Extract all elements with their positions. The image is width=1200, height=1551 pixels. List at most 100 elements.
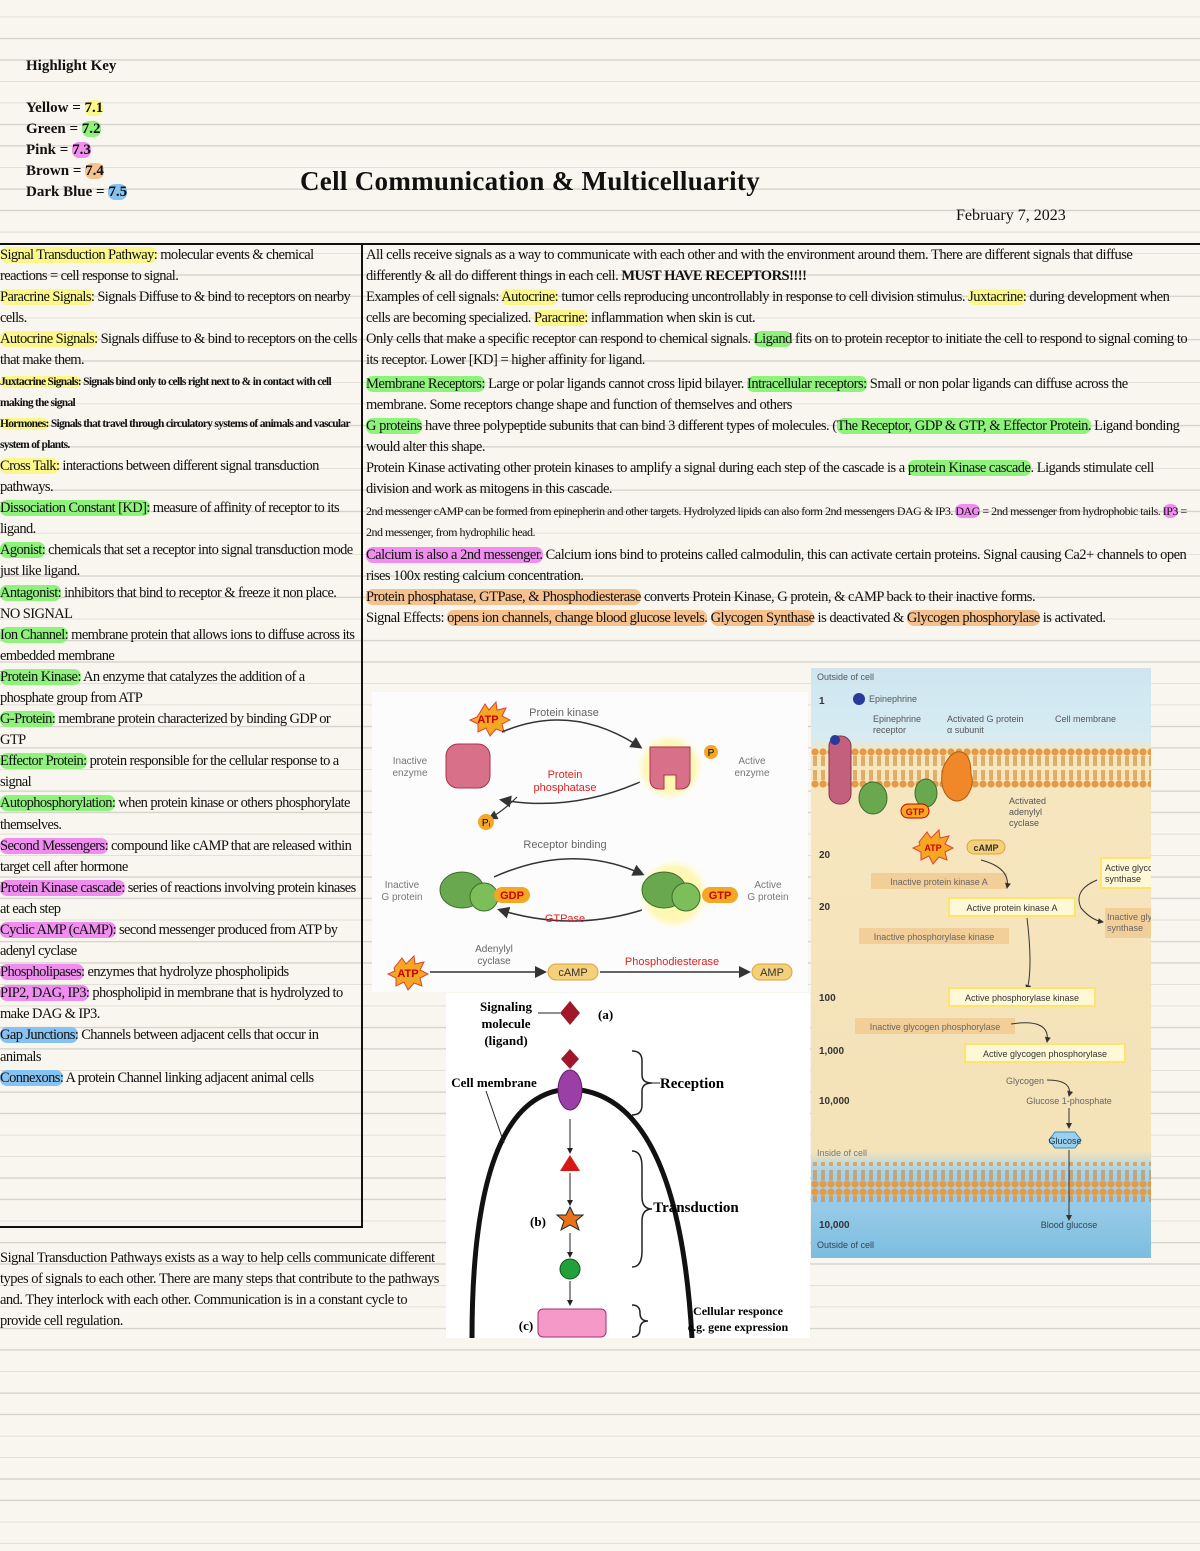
plasma-membrane-bottom-shape [811, 1162, 1151, 1202]
epinephrine-cascade-figure: Outside of cell 1 Epinephrine Epinephrin… [811, 668, 1190, 1258]
receptor-binding-label: Receptor binding [523, 839, 606, 851]
term-definition: phospholipid in membrane that is hydroly… [0, 985, 343, 1023]
note-paragraph: All cells receive signals as a way to co… [366, 247, 1133, 285]
amplification-1000: 1,000 [819, 1046, 844, 1057]
term-definition: protein responsible for the cellular res… [0, 753, 339, 791]
active-gp-label: Active glycogen phosphorylase [983, 1049, 1107, 1059]
term-entry: Dissociation Constant [KD]: measure of a… [0, 498, 358, 540]
term-entry: Protein Kinase: An enzyme that catalyzes… [0, 667, 358, 709]
glucose-label: Glucose [1048, 1136, 1081, 1146]
term-name: Protein Kinase cascade: [0, 879, 125, 896]
term-entry: Autophosphorylation: when protein kinase… [0, 793, 358, 835]
inactive-g-protein-shape [439, 871, 499, 912]
term-name: Cross Talk: [0, 457, 60, 474]
gtp-label: GTP [709, 890, 732, 902]
summary-paragraph: Signal Transduction Pathways exists as a… [0, 1250, 439, 1330]
term-definition: series of reactions involving protein ki… [0, 879, 356, 917]
inactive-pka-label: Inactive protein kinase A [890, 877, 988, 887]
blood-glucose-label: Blood glucose [1041, 1220, 1098, 1230]
glucose-hexagon-shape [1048, 1131, 1082, 1149]
outside-of-cell-top-label: Outside of cell [817, 672, 874, 682]
term-entry: Gap Junctions: Channels between adjacent… [0, 1025, 358, 1067]
term-entry: Connexons: A protein Channel linking adj… [0, 1068, 358, 1089]
title-divider [0, 243, 1200, 245]
outside-of-cell-bottom-label: Outside of cell [817, 1240, 874, 1250]
key-brown: Brown = 7.4 [26, 163, 104, 179]
note-paragraph: G proteins have three polypeptide subuni… [366, 417, 1180, 455]
term-name: Dissociation Constant [KD]: [0, 500, 150, 517]
gdp-label: GDP [500, 890, 524, 902]
response-box-shape [537, 1308, 607, 1338]
term-name: Protein Kinase: [0, 668, 81, 685]
inactive-gp-box [855, 1018, 1015, 1034]
phosphate-label: P [708, 748, 715, 759]
reception-label: Reception [660, 1076, 725, 1092]
protein-kinase-label: Protein kinase [529, 707, 599, 719]
page-date: February 7, 2023 [956, 207, 1066, 224]
relay-triangle-shape [560, 1155, 580, 1171]
term-definition: Signals that travel through circulatory … [0, 417, 350, 451]
term-definition: compound like cAMP that are released wit… [0, 837, 352, 875]
note-paragraph: 2nd messenger cAMP can be formed from ep… [366, 504, 1187, 540]
term-entry: Antagonist: inhibitors that bind to rece… [0, 583, 358, 625]
camp-label-3: cAMP [973, 843, 998, 853]
term-entry: Ion Channel: membrane protein that allow… [0, 625, 358, 667]
atp-label: ATP [477, 714, 498, 726]
term-entry: Second Messengers: compound like cAMP th… [0, 836, 358, 878]
term-entry: Phospholipases: enzymes that hydrolyze p… [0, 962, 358, 983]
note-paragraph: Only cells that make a specific receptor… [366, 331, 1188, 369]
key-pink: Pink = 7.3 [26, 142, 91, 158]
inactive-gp-label: Inactive glycogen phosphorylase [870, 1022, 1001, 1032]
active-pka-box [948, 897, 1076, 917]
term-entry: Cyclic AMP (cAMP): second messenger prod… [0, 920, 358, 962]
term-entry: Effector Protein: protein responsible fo… [0, 751, 358, 793]
term-entry: G-Protein: membrane protein characterize… [0, 709, 358, 751]
column-divider [361, 244, 363, 1227]
atp-burst-icon-3 [911, 828, 955, 865]
camp-label: cAMP [558, 967, 587, 979]
stage-b-label: (b) [530, 1214, 546, 1229]
glucose-1-phosphate-label: Glucose 1-phosphate [1026, 1096, 1112, 1106]
term-definition: A protein Channel linking adjacent anima… [63, 1069, 315, 1086]
term-definition: Signals Diffuse to & bind to receptors o… [0, 289, 351, 327]
note-paragraph: Calcium is also a 2nd messenger. Calcium… [366, 547, 1187, 585]
term-name: Gap Junctions: [0, 1027, 79, 1044]
active-phk-label: Active phosphorylase kinase [965, 993, 1079, 1003]
term-definition: measure of affinity of receptor to its l… [0, 500, 340, 538]
key-dark-blue: Dark Blue = 7.5 [26, 184, 128, 200]
adenylyl-cyclase-shape [941, 751, 973, 802]
term-definition: membrane protein that allows ions to dif… [0, 626, 355, 664]
term-definition: Signals bind only to cells right next to… [0, 375, 332, 409]
term-definition: Signals diffuse to & bind to receptors o… [0, 331, 357, 369]
term-entry: Protein Kinase cascade: series of reacti… [0, 878, 358, 920]
term-name: PIP2, DAG, IP3: [0, 985, 90, 1002]
note-paragraph: Examples of cell signals: Autocrine: tum… [366, 289, 1170, 327]
highlight-key: Highlight Key Yellow = 7.1 Green = 7.2 P… [26, 56, 128, 203]
term-name: Ion Channel: [0, 626, 69, 643]
key-yellow: Yellow = 7.1 [26, 100, 104, 116]
term-definition: when protein kinase or others phosphoryl… [0, 795, 350, 833]
term-definition: chemicals that set a receptor into signa… [0, 542, 353, 580]
note-paragraph: Protein phosphatase, GTPase, & Phosphodi… [366, 589, 1036, 606]
term-name: Connexons: [0, 1069, 64, 1086]
term-definition: second messenger produced from ATP by ad… [0, 922, 338, 960]
term-name: Antagonist: [0, 584, 62, 601]
term-definition: inhibitors that bind to receptor & freez… [0, 584, 337, 622]
receptor-shape [557, 1069, 583, 1111]
phosphodiesterase-label: Phosphodiesterase [625, 956, 719, 968]
active-gs-label: Active glycogensynthase [1105, 863, 1151, 884]
term-name: Autocrine Signals: [0, 331, 98, 348]
inactive-enzyme-shape [445, 743, 491, 789]
note-paragraph: Protein Kinase activating other protein … [366, 459, 1154, 498]
inactive-phk-label: Inactive phosphorylase kinase [874, 932, 995, 942]
notes-column: All cells receive signals as a way to co… [366, 245, 1188, 630]
term-definition: An enzyme that catalyzes the addition of… [0, 668, 305, 706]
term-name: Phospholipases: [0, 964, 85, 981]
active-enzyme-shape [649, 746, 691, 790]
